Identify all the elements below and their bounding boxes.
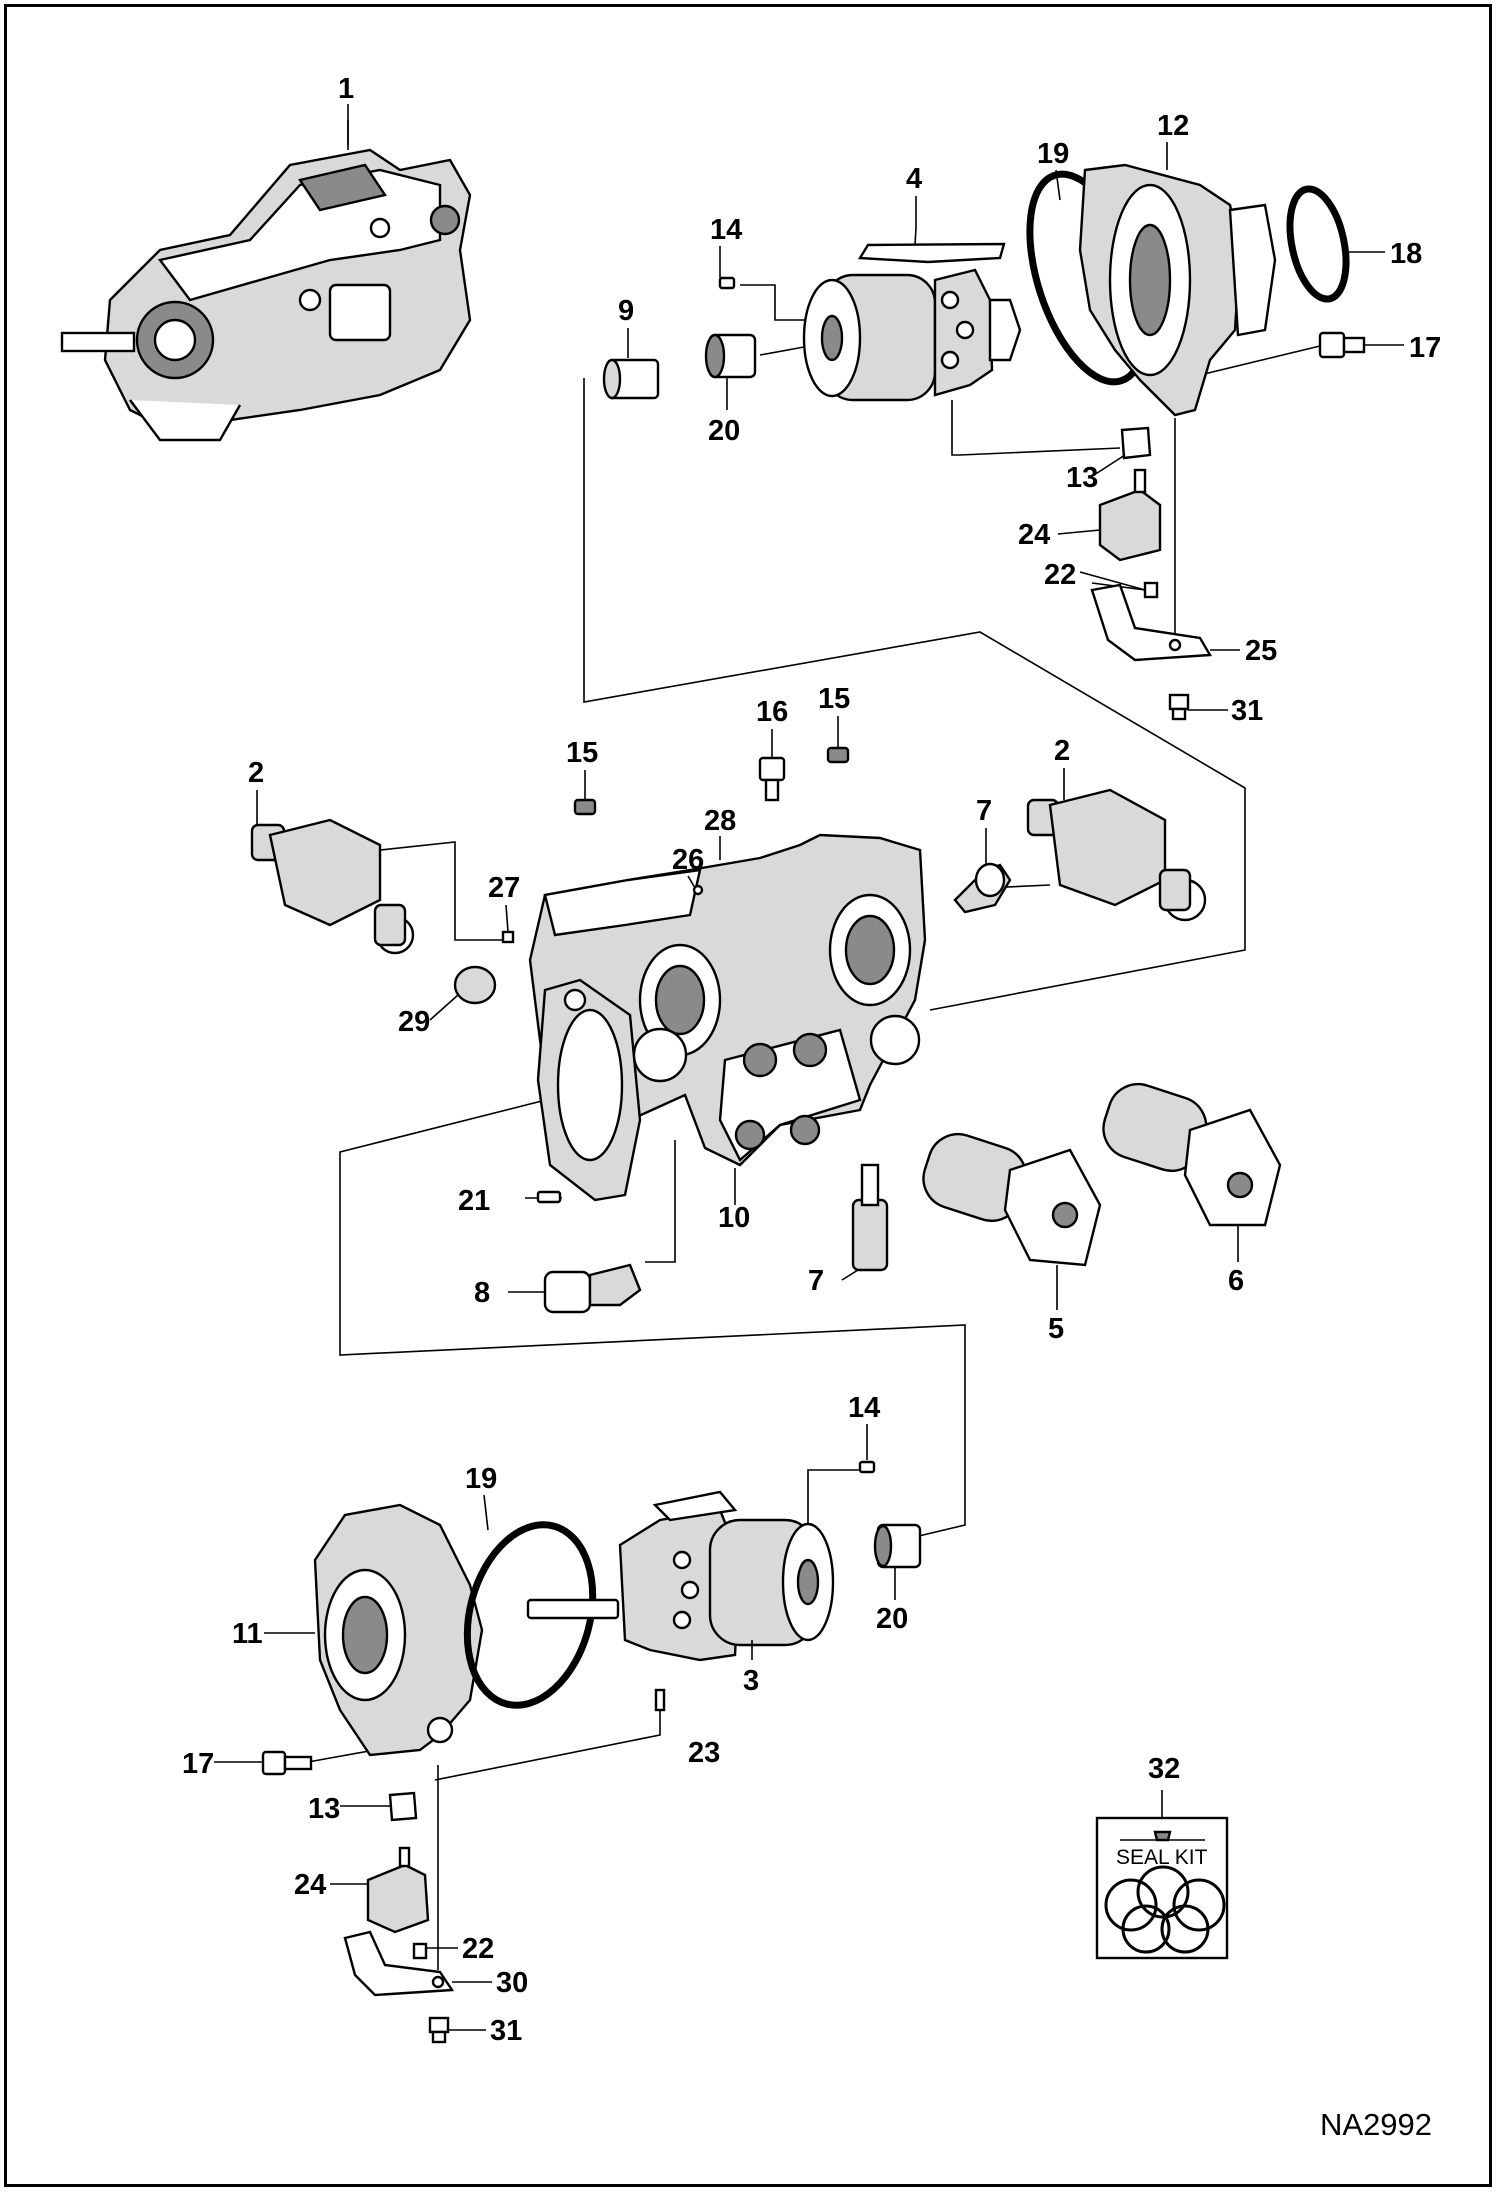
callout-27: 27 <box>488 872 520 904</box>
callout-10: 10 <box>718 1202 750 1234</box>
part-24-sensor-front <box>366 1846 430 1934</box>
part-26-dowel <box>692 884 704 896</box>
part-12-end-cover-rear <box>1078 163 1277 417</box>
callout-18: 18 <box>1390 238 1422 270</box>
part-15-plug-left <box>573 798 597 816</box>
callout-12: 12 <box>1157 110 1189 142</box>
callout-16: 16 <box>756 696 788 728</box>
part-32-seal-kit <box>1095 1790 1229 1960</box>
part-28-center-housing <box>528 833 927 1202</box>
callout-31-rear: 31 <box>1231 695 1263 727</box>
part-4-rotating-group-rear <box>802 242 1022 402</box>
callout-26: 26 <box>672 844 704 876</box>
callout-4: 4 <box>906 163 922 195</box>
part-7-cartridge-lower <box>851 1163 889 1272</box>
part-11-end-cover-front <box>313 1503 484 1757</box>
callout-17-front: 17 <box>182 1748 214 1780</box>
callout-21: 21 <box>458 1185 490 1217</box>
callout-9: 9 <box>618 295 634 327</box>
callout-14-front: 14 <box>848 1392 880 1424</box>
callout-24-front: 24 <box>294 1869 326 1901</box>
part-7-cartridge-upper <box>953 862 1012 914</box>
part-17-bolt-rear <box>1318 331 1366 359</box>
part-18-oring <box>1286 185 1350 303</box>
part-25-bracket <box>1090 583 1213 662</box>
part-19-oring-front <box>463 1521 597 1709</box>
part-24-sensor-rear <box>1098 468 1162 562</box>
part-27-pin <box>501 930 515 944</box>
part-22-screw-rear <box>1143 581 1159 599</box>
callout-2-left: 2 <box>248 757 264 789</box>
drawing-reference-code: NA2992 <box>1320 2107 1432 2142</box>
callout-15-left: 15 <box>566 737 598 769</box>
part-5-control-piston <box>922 1132 1102 1267</box>
callout-7-upper: 7 <box>976 795 992 827</box>
callout-22-rear: 22 <box>1044 559 1076 591</box>
part-14-pin-front <box>858 1460 876 1474</box>
callout-31-front: 31 <box>490 2015 522 2047</box>
callout-labels: 1 2 2 3 4 5 6 7 7 8 9 10 11 12 13 13 14 … <box>182 73 1441 2047</box>
callout-17-rear: 17 <box>1409 332 1441 364</box>
part-31-screw-rear <box>1168 693 1190 721</box>
part-21-pin <box>536 1190 562 1204</box>
part-20-bearing-rear <box>704 333 757 379</box>
callout-28: 28 <box>704 805 736 837</box>
callout-24-rear: 24 <box>1018 519 1050 551</box>
callout-19-rear: 19 <box>1037 138 1069 170</box>
part-13-plug-rear <box>1120 426 1152 460</box>
part-2-solenoid-right <box>1026 788 1207 922</box>
callout-15-right: 15 <box>818 683 850 715</box>
callout-19-front: 19 <box>465 1463 497 1495</box>
part-30-bracket <box>343 1930 455 1997</box>
callout-7-lower: 7 <box>808 1265 824 1297</box>
callout-32: 32 <box>1148 1753 1180 1785</box>
callout-23: 23 <box>688 1737 720 1769</box>
part-16-bolt <box>758 756 786 802</box>
callout-leaders <box>214 104 1404 2031</box>
callout-1: 1 <box>338 73 354 105</box>
part-17-bolt-front <box>261 1750 313 1776</box>
callout-3: 3 <box>743 1665 759 1697</box>
part-23-pin <box>654 1688 666 1712</box>
part-6-control-piston <box>1102 1082 1282 1227</box>
callout-5: 5 <box>1048 1313 1064 1345</box>
part-3-rotating-group-front <box>526 1490 835 1662</box>
part-15-plug-right <box>826 746 850 764</box>
callout-13-rear: 13 <box>1066 462 1098 494</box>
part-1-pump-assembly <box>60 120 472 442</box>
part-22-screw-front <box>412 1942 428 1960</box>
callout-25: 25 <box>1245 635 1277 667</box>
callout-30: 30 <box>496 1967 528 1999</box>
callout-2-right: 2 <box>1054 735 1070 767</box>
callout-20-front: 20 <box>876 1603 908 1635</box>
callout-11: 11 <box>232 1618 263 1650</box>
callout-6: 6 <box>1228 1265 1244 1297</box>
part-8-valve <box>543 1263 642 1314</box>
callout-13-front: 13 <box>308 1793 340 1825</box>
part-13-plug-front <box>388 1791 418 1822</box>
part-9-bushing <box>602 358 660 400</box>
callout-22-front: 22 <box>462 1933 494 1965</box>
part-2-solenoid-left <box>250 818 415 955</box>
callout-8: 8 <box>474 1277 490 1309</box>
callout-20-rear: 20 <box>708 415 740 447</box>
part-20-bearing-front <box>873 1523 922 1569</box>
seal-kit-label: SEAL KIT <box>1116 1846 1208 1869</box>
part-29-plug <box>453 965 497 1005</box>
callout-14-rear: 14 <box>710 214 742 246</box>
part-14-pin-rear <box>718 276 736 290</box>
callout-29: 29 <box>398 1006 430 1038</box>
part-31-screw-front <box>428 2016 450 2044</box>
